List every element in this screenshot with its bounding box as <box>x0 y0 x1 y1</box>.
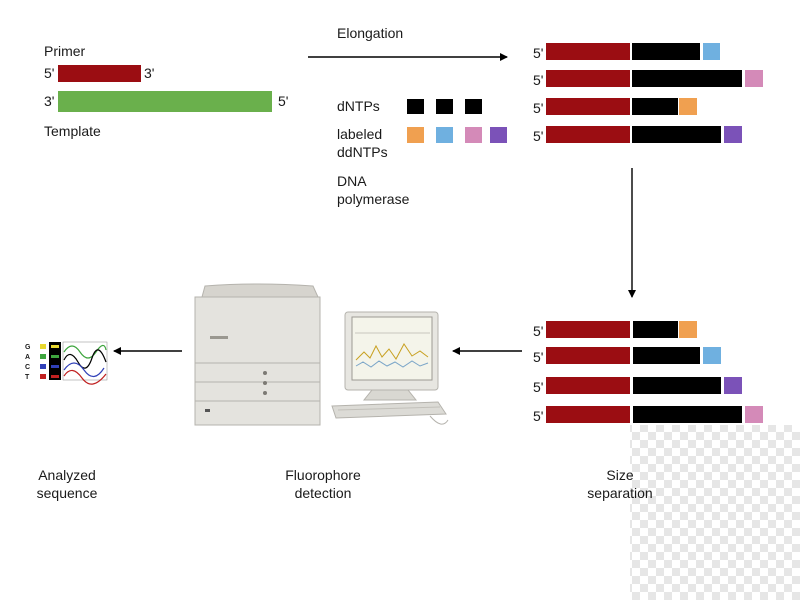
fragment-primer <box>546 98 630 115</box>
keyboard <box>331 401 449 425</box>
ddntp-orange-square <box>407 127 424 143</box>
primer-3prime-label: 3' <box>144 65 155 81</box>
fragment-terminator-blue <box>703 43 720 60</box>
primer-strand <box>58 65 141 82</box>
fragment-extension <box>632 98 678 115</box>
chromatogram-thumbnail <box>40 341 108 385</box>
template-strand <box>58 91 272 112</box>
computer-monitor <box>344 311 439 401</box>
sorted-terminator-pink <box>745 406 763 423</box>
dntps-label: dNTPs <box>337 98 380 114</box>
sorted-extension <box>633 406 742 423</box>
sorted-terminator-purple <box>724 377 742 394</box>
fluorophore-caption-line2: detection <box>294 485 352 501</box>
sorted-5prime-label: 5' <box>533 349 544 365</box>
fragment-5prime-label: 5' <box>533 128 544 144</box>
size-caption-line2: separation <box>587 485 653 501</box>
ddntp-pink-square <box>465 127 482 143</box>
sequencer-machine <box>194 283 321 426</box>
fragment-extension <box>632 43 700 60</box>
sorted-5prime-label: 5' <box>533 323 544 339</box>
template-5prime-label: 5' <box>278 93 289 109</box>
sorted-primer <box>546 347 630 364</box>
sorted-primer <box>546 377 630 394</box>
fragment-primer <box>546 126 630 143</box>
ddntp-purple-square <box>490 127 507 143</box>
sorted-terminator-blue <box>703 347 721 364</box>
sorted-primer <box>546 406 630 423</box>
sorted-extension <box>633 321 678 338</box>
fragment-terminator-purple <box>724 126 742 143</box>
template-3prime-label: 3' <box>44 93 55 109</box>
lower-canvas <box>0 425 630 600</box>
size-caption-line1: Size <box>606 467 634 483</box>
sorted-5prime-label: 5' <box>533 408 544 424</box>
polymerase-label: polymerase <box>337 191 410 207</box>
gel-letter-a: A <box>25 354 31 361</box>
primer-5prime-label: 5' <box>44 65 55 81</box>
sorted-extension <box>633 377 721 394</box>
sorted-terminator-orange <box>679 321 697 338</box>
analyzed-caption-line2: sequence <box>36 485 98 501</box>
primer-label: Primer <box>44 43 86 59</box>
ddntps-label: ddNTPs <box>337 144 388 160</box>
fluorophore-caption-line1: Fluorophore <box>285 467 361 483</box>
ddntp-blue-square <box>436 127 453 143</box>
template-label: Template <box>44 123 101 139</box>
elongation-label: Elongation <box>337 25 404 41</box>
fragment-primer <box>546 43 630 60</box>
dna-label: DNA <box>337 173 367 189</box>
dntp-square <box>436 99 453 114</box>
fragment-5prime-label: 5' <box>533 100 544 116</box>
dntp-square <box>465 99 482 114</box>
fragment-terminator-pink <box>745 70 763 87</box>
gel-letter-g: G <box>25 344 31 351</box>
fragment-primer <box>546 70 630 87</box>
fragment-terminator-orange <box>679 98 697 115</box>
fragment-5prime-label: 5' <box>533 72 544 88</box>
sorted-extension <box>633 347 700 364</box>
labeled-label: labeled <box>337 126 383 142</box>
analyzed-caption-line1: Analyzed <box>38 467 96 483</box>
sorted-5prime-label: 5' <box>533 379 544 395</box>
fragment-5prime-label: 5' <box>533 45 544 61</box>
dntp-square <box>407 99 424 114</box>
fragment-extension <box>632 70 742 87</box>
fragment-extension <box>632 126 721 143</box>
gel-letter-t: T <box>25 374 30 381</box>
gel-letter-c: C <box>25 364 31 371</box>
gel-letters: G A C T <box>25 343 37 383</box>
sorted-primer <box>546 321 630 338</box>
